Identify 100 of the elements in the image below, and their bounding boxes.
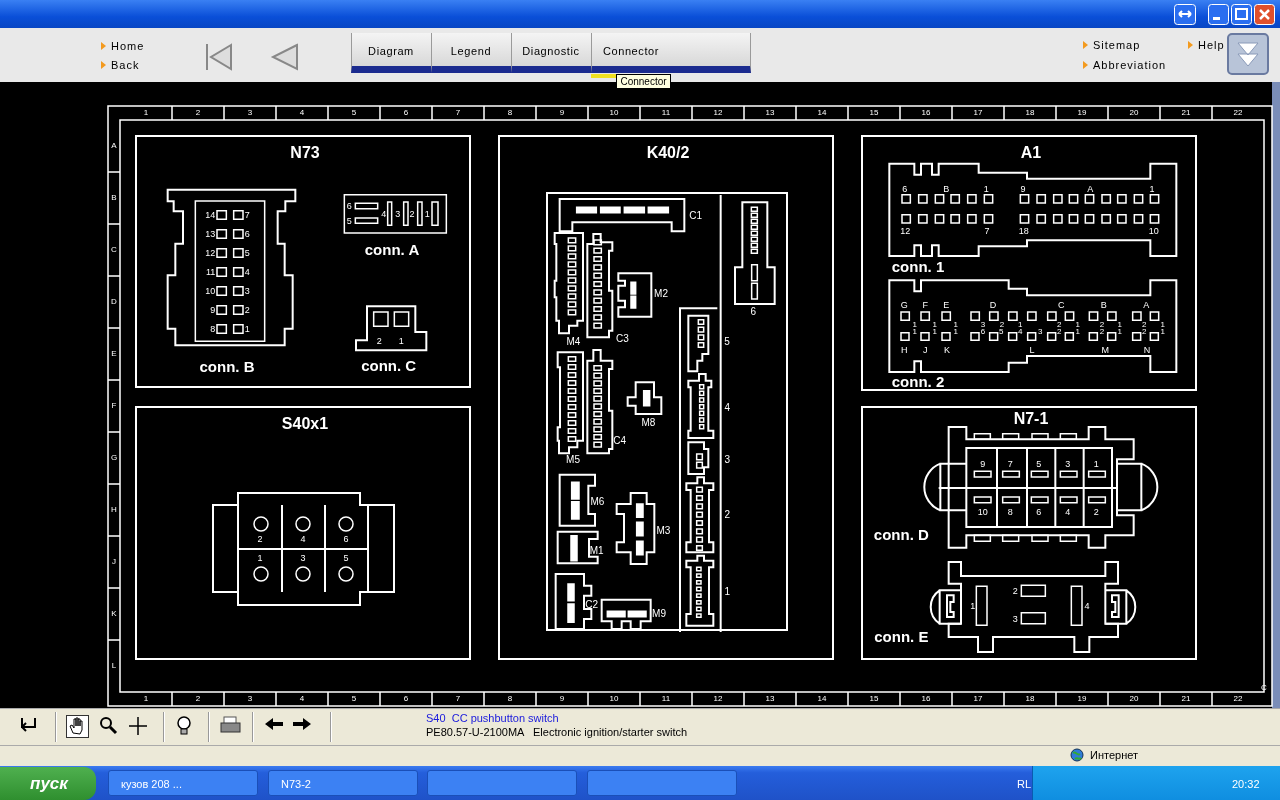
grid-reference: B	[111, 194, 117, 202]
pin-number: M	[1101, 345, 1110, 356]
pin-number: 2	[257, 534, 263, 544]
pin-number: 9	[210, 305, 216, 315]
pin-number: G	[900, 300, 908, 311]
grid-reference: D	[111, 298, 117, 306]
grid-reference: 17	[973, 109, 983, 117]
grid-reference: 8	[507, 695, 513, 703]
component-label: 3	[724, 453, 731, 465]
pin-number: 1	[912, 319, 917, 329]
connector-label: conn. B	[199, 357, 255, 375]
component-title: K40/2	[646, 144, 690, 162]
pin-number: 6	[343, 534, 349, 544]
grid-reference: 5	[351, 109, 357, 117]
grid-reference: A	[111, 142, 117, 150]
pin-number: 3	[395, 208, 401, 219]
connector-label: conn. D	[873, 525, 929, 543]
grid-reference: 9	[559, 695, 565, 703]
component-title: N73	[290, 144, 320, 162]
pin-number: 2	[376, 336, 382, 347]
grid-reference: 11	[661, 695, 671, 703]
grid-reference: C	[111, 246, 117, 254]
grid-reference: F	[111, 402, 117, 410]
pin-number: 4	[1084, 601, 1090, 611]
pin-number: 9	[980, 458, 986, 469]
grid-reference: 3	[247, 109, 253, 117]
pin-number: 1	[1117, 326, 1122, 336]
component-label: 5	[724, 335, 730, 347]
start-button: пуск	[0, 767, 96, 800]
pin-number: 3	[300, 553, 306, 563]
nav-link: Abbreviation	[1082, 58, 1167, 72]
component-name: S40 CC pushbutton switch	[426, 712, 559, 724]
pin-number: K	[944, 345, 950, 356]
component-title: N7-1	[1013, 410, 1049, 428]
pin-number: 1	[1075, 319, 1080, 329]
component-label: M5	[566, 453, 580, 465]
component-label: C4	[613, 434, 627, 446]
grid-reference: 4	[299, 109, 305, 117]
taskbar-button: N73-2	[268, 770, 418, 796]
pin-number: 1	[953, 319, 958, 329]
grid-reference: 20	[1129, 109, 1139, 117]
pin-number: C	[1058, 300, 1065, 311]
pin-number: 1	[1093, 458, 1099, 469]
connector-label: conn. 2	[891, 372, 945, 390]
grid-reference: 17	[973, 695, 983, 703]
pin-number: 2	[1057, 319, 1062, 329]
grid-reference: 12	[713, 695, 723, 703]
pin-number: 5	[1036, 458, 1042, 469]
pin-number: 5	[244, 248, 250, 258]
pin-number: 1	[953, 326, 958, 336]
pin-number: 1	[970, 601, 976, 611]
pin-number: H	[901, 345, 908, 356]
pin-number: 10	[977, 507, 988, 517]
grid-reference: 5	[351, 695, 357, 703]
pin-number: 6	[1036, 507, 1042, 517]
pin-number: 9	[1020, 183, 1026, 194]
pin-number: F	[922, 300, 929, 311]
grid-reference: 15	[869, 109, 879, 117]
pin-number: 4	[381, 208, 387, 219]
grid-reference: 20	[1129, 695, 1139, 703]
pin-number: 1	[1160, 326, 1165, 336]
pin-number: 6	[980, 326, 986, 336]
component-label: C3	[615, 332, 629, 344]
pin-number: 7	[1007, 458, 1013, 469]
grid-reference: 14	[817, 109, 827, 117]
pin-number: 13	[205, 229, 216, 239]
component-label: C2	[585, 598, 599, 610]
pin-number: 5	[346, 216, 352, 226]
grid-reference: 7	[455, 109, 461, 117]
pin-number: 10	[1148, 226, 1159, 237]
pin-number: 1	[983, 183, 989, 194]
grid-reference: 8	[507, 109, 513, 117]
component-label: C1	[689, 209, 703, 221]
pin-number: 2	[1099, 326, 1105, 336]
pin-number: 4	[300, 534, 306, 544]
grid-reference: 12	[713, 109, 723, 117]
grid-reference: L	[111, 662, 117, 670]
nav-link: Help	[1187, 38, 1225, 52]
pin-number: 12	[205, 248, 216, 258]
tooltip: Connector	[616, 74, 671, 89]
grid-reference: H	[111, 506, 117, 514]
grid-reference: 7	[455, 695, 461, 703]
pin-number: 3	[1065, 458, 1071, 469]
grid-reference: 13	[765, 109, 775, 117]
pin-number: 8	[210, 324, 216, 334]
pin-number: 5	[343, 553, 349, 563]
pin-number: 2	[244, 305, 250, 315]
pin-number: 5	[999, 326, 1004, 336]
grid-reference: 2	[195, 109, 201, 117]
nav-link: Back	[100, 58, 140, 72]
pin-number: 1	[912, 326, 917, 336]
grid-reference: 16	[921, 695, 931, 703]
grid-reference: 6	[403, 695, 409, 703]
connector-label: conn. A	[364, 240, 420, 258]
grid-reference: 2	[195, 695, 201, 703]
grid-reference: 13	[765, 695, 775, 703]
pin-number: 2	[1012, 586, 1018, 596]
connector-label: conn. 1	[891, 257, 945, 275]
grid-reference: C	[1261, 684, 1267, 692]
pin-number: 1	[1075, 326, 1080, 336]
